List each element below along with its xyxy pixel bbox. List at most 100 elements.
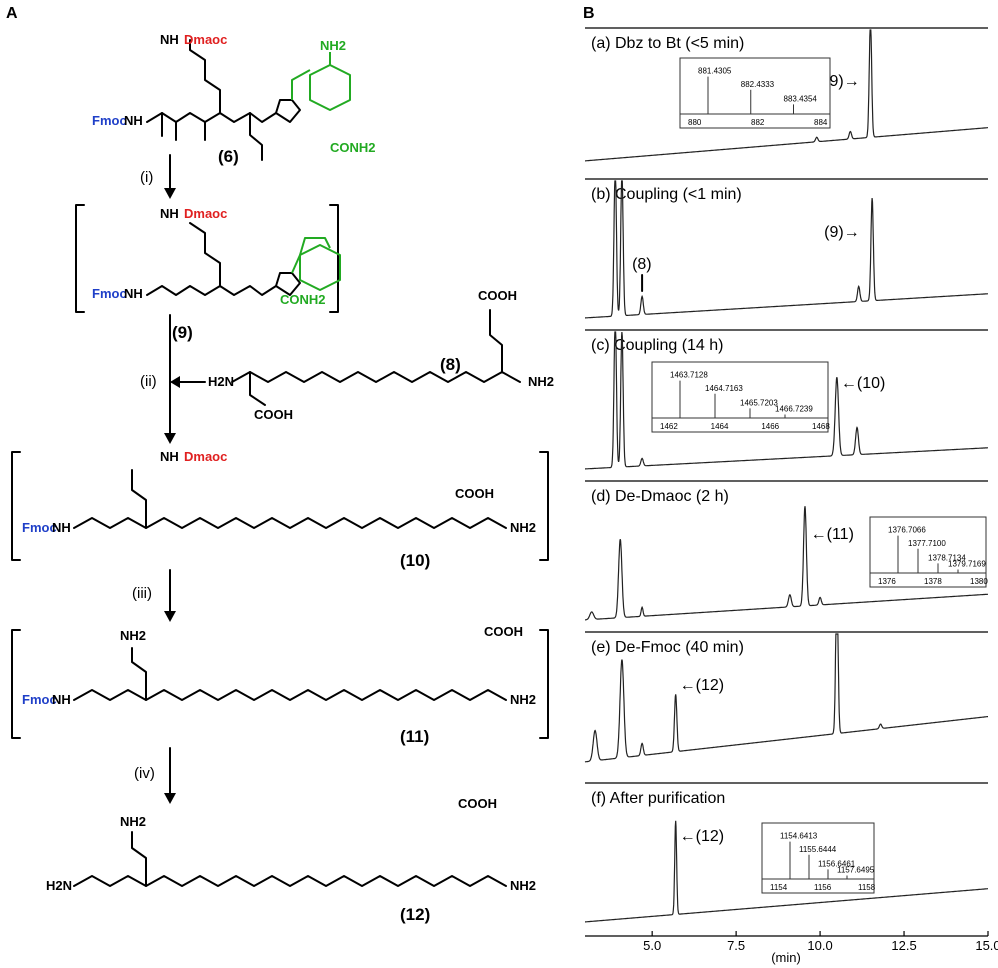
peak-annotation: (9)→ bbox=[824, 73, 860, 90]
chromatogram-panel-c: (c) Coupling (14 h)←(10)1463.71281464.71… bbox=[585, 329, 988, 470]
chromatogram-panel-e: (e) De-Fmoc (40 min)←(12) bbox=[584, 631, 988, 763]
ms-inset-frame bbox=[651, 361, 829, 433]
step-iv: (iv) bbox=[134, 765, 155, 782]
backbone-12 bbox=[73, 875, 507, 887]
fmoc-label-10: Fmoc bbox=[22, 520, 57, 535]
backbone-8 bbox=[231, 371, 521, 383]
nh2-11: NH2 bbox=[510, 692, 536, 707]
x-tick-label: 15.0 bbox=[975, 938, 998, 953]
nh-dmaoc-9-nh: NH bbox=[160, 206, 179, 221]
panel-title: (a) Dbz to Bt (<5 min) bbox=[591, 35, 744, 52]
cooh-10: COOH bbox=[455, 486, 494, 501]
arrow-iv-head bbox=[164, 793, 176, 804]
nh-dmaoc-6-nh: NH bbox=[160, 32, 179, 47]
h2n-8: H2N bbox=[208, 374, 234, 389]
arrow-iii-head bbox=[164, 611, 176, 622]
ms-peak-label: 1379.7169 bbox=[948, 559, 986, 568]
fmoc-label-9: Fmoc bbox=[92, 286, 127, 301]
ms-peak-label: 1465.7203 bbox=[740, 398, 778, 407]
ms-peak-label: 1156.6461 bbox=[818, 859, 856, 868]
dmaoc-9: Dmaoc bbox=[184, 206, 227, 221]
ms-axis-tick: 1158 bbox=[858, 883, 876, 892]
dbz-link-6 bbox=[291, 69, 311, 100]
panel-title: (c) Coupling (14 h) bbox=[591, 337, 724, 354]
bracket-right-11 bbox=[539, 629, 549, 739]
nh2-10: NH2 bbox=[510, 520, 536, 535]
dbz-ring-6 bbox=[309, 64, 351, 111]
chromatogram-trace bbox=[585, 820, 988, 923]
peak-annotation: ←(11) bbox=[811, 526, 854, 543]
backbone-11 bbox=[73, 689, 507, 701]
compound-12-label: (12) bbox=[400, 905, 430, 924]
panel-title: (d) De-Dmaoc (2 h) bbox=[591, 488, 729, 505]
ms-inset: 1376.70661377.71001378.71341379.71691376… bbox=[869, 516, 988, 588]
nh2-11-lys: NH2 bbox=[120, 628, 146, 643]
cooh-8b: COOH bbox=[478, 288, 517, 303]
nh-label-9: NH bbox=[124, 286, 143, 301]
ms-peak-label: 1157.6495 bbox=[837, 865, 875, 874]
chromatogram-panel-a: (a) Dbz to Bt (<5 min) (9)→ 881.4305 882.43… bbox=[585, 27, 988, 162]
ms-axis-tick: 1378 bbox=[924, 577, 942, 586]
ms-axis-tick: 1462 bbox=[660, 422, 678, 431]
step-ii: (ii) bbox=[140, 373, 157, 390]
nh-dmaoc-10-nh: NH bbox=[160, 449, 179, 464]
backbone-6 bbox=[146, 112, 277, 123]
ms-peak-label: 1466.7239 bbox=[775, 404, 813, 413]
peptide-8-structure: H2N COOH COOH NH2 (8) bbox=[208, 288, 554, 422]
chromatogram-panel-b: (b) Coupling (<1 min)(9)→(8) bbox=[585, 178, 988, 319]
ms-peak-label: 883.4354 bbox=[784, 94, 818, 103]
nh-label-10: NH bbox=[52, 520, 71, 535]
ms-peak-label: 1155.6444 bbox=[799, 845, 837, 854]
ms-axis-tick: 1156 bbox=[814, 883, 832, 892]
ms-inset-frame bbox=[679, 57, 831, 129]
nh2-8: NH2 bbox=[528, 374, 554, 389]
ms-peak-label: 1376.7066 bbox=[888, 526, 926, 535]
backbone-9 bbox=[146, 285, 277, 296]
ms-axis-tick: 1468 bbox=[812, 422, 830, 431]
dmaoc-labels: NH Dmaoc NH Dmaoc NH Dmaoc bbox=[160, 32, 227, 464]
compound-9-structure: Fmoc NH bbox=[75, 204, 341, 313]
lys-chain-11 bbox=[131, 647, 147, 701]
ms-peak-label: 882.4333 bbox=[741, 80, 775, 89]
asp-chain-8 bbox=[249, 371, 266, 406]
ms-peak-label: 1464.7163 bbox=[705, 384, 743, 393]
compound-11-label: (11) bbox=[400, 727, 429, 746]
step-i: (i) bbox=[140, 169, 153, 186]
compound-6-label: (6) bbox=[218, 147, 239, 166]
compound-10-label: (10) bbox=[400, 551, 430, 570]
ms-peak-label: 1377.7100 bbox=[908, 539, 946, 548]
conh2-9: CONH2 bbox=[280, 292, 326, 307]
cooh-8a: COOH bbox=[254, 407, 293, 422]
peak-annotation: ←(12) bbox=[680, 828, 724, 845]
peak-annotation: (9)→ bbox=[824, 224, 860, 241]
arrow-ii-head bbox=[164, 433, 176, 444]
lys-chain-6 bbox=[189, 39, 221, 114]
ms-axis-tick: 884 bbox=[814, 118, 828, 127]
x-tick-label: 7.5 bbox=[727, 938, 745, 953]
ms-axis-tick: 1464 bbox=[711, 422, 729, 431]
compound-6-structure: Fmoc NH bbox=[92, 39, 351, 161]
compound-8-label: (8) bbox=[440, 355, 461, 374]
h2n-12: H2N bbox=[46, 878, 72, 893]
glu-chain-8 bbox=[489, 309, 503, 373]
compound-11-structure: Fmoc NH NH2 NH2 COOH bbox=[11, 624, 549, 739]
dmaoc-6: Dmaoc bbox=[184, 32, 227, 47]
x-tick-label: 10.0 bbox=[807, 938, 832, 953]
compound-10-structure: Fmoc NH COOH NH2 bbox=[11, 451, 549, 561]
reaction-arrows bbox=[164, 154, 206, 804]
bracket-right-10 bbox=[539, 451, 549, 561]
x-axis-label: (min) bbox=[771, 950, 801, 965]
chromatogram-trace bbox=[585, 331, 988, 470]
reaction-scheme: Fmoc NH NH Dmaoc NH Dmaoc NH Dmaoc F bbox=[11, 32, 554, 924]
ms-peak-label: 881.4305 bbox=[698, 67, 732, 76]
nh2-12-lys: NH2 bbox=[120, 814, 146, 829]
arrow-8-in-head bbox=[170, 376, 180, 388]
bt-ring-9 bbox=[299, 244, 341, 291]
chromatogram-trace bbox=[584, 633, 988, 763]
dmaoc-10: Dmaoc bbox=[184, 449, 227, 464]
chromatogram-panel-f: (f) After purification←(12)1154.64131155… bbox=[585, 782, 988, 923]
arrow-i-head bbox=[164, 188, 176, 199]
